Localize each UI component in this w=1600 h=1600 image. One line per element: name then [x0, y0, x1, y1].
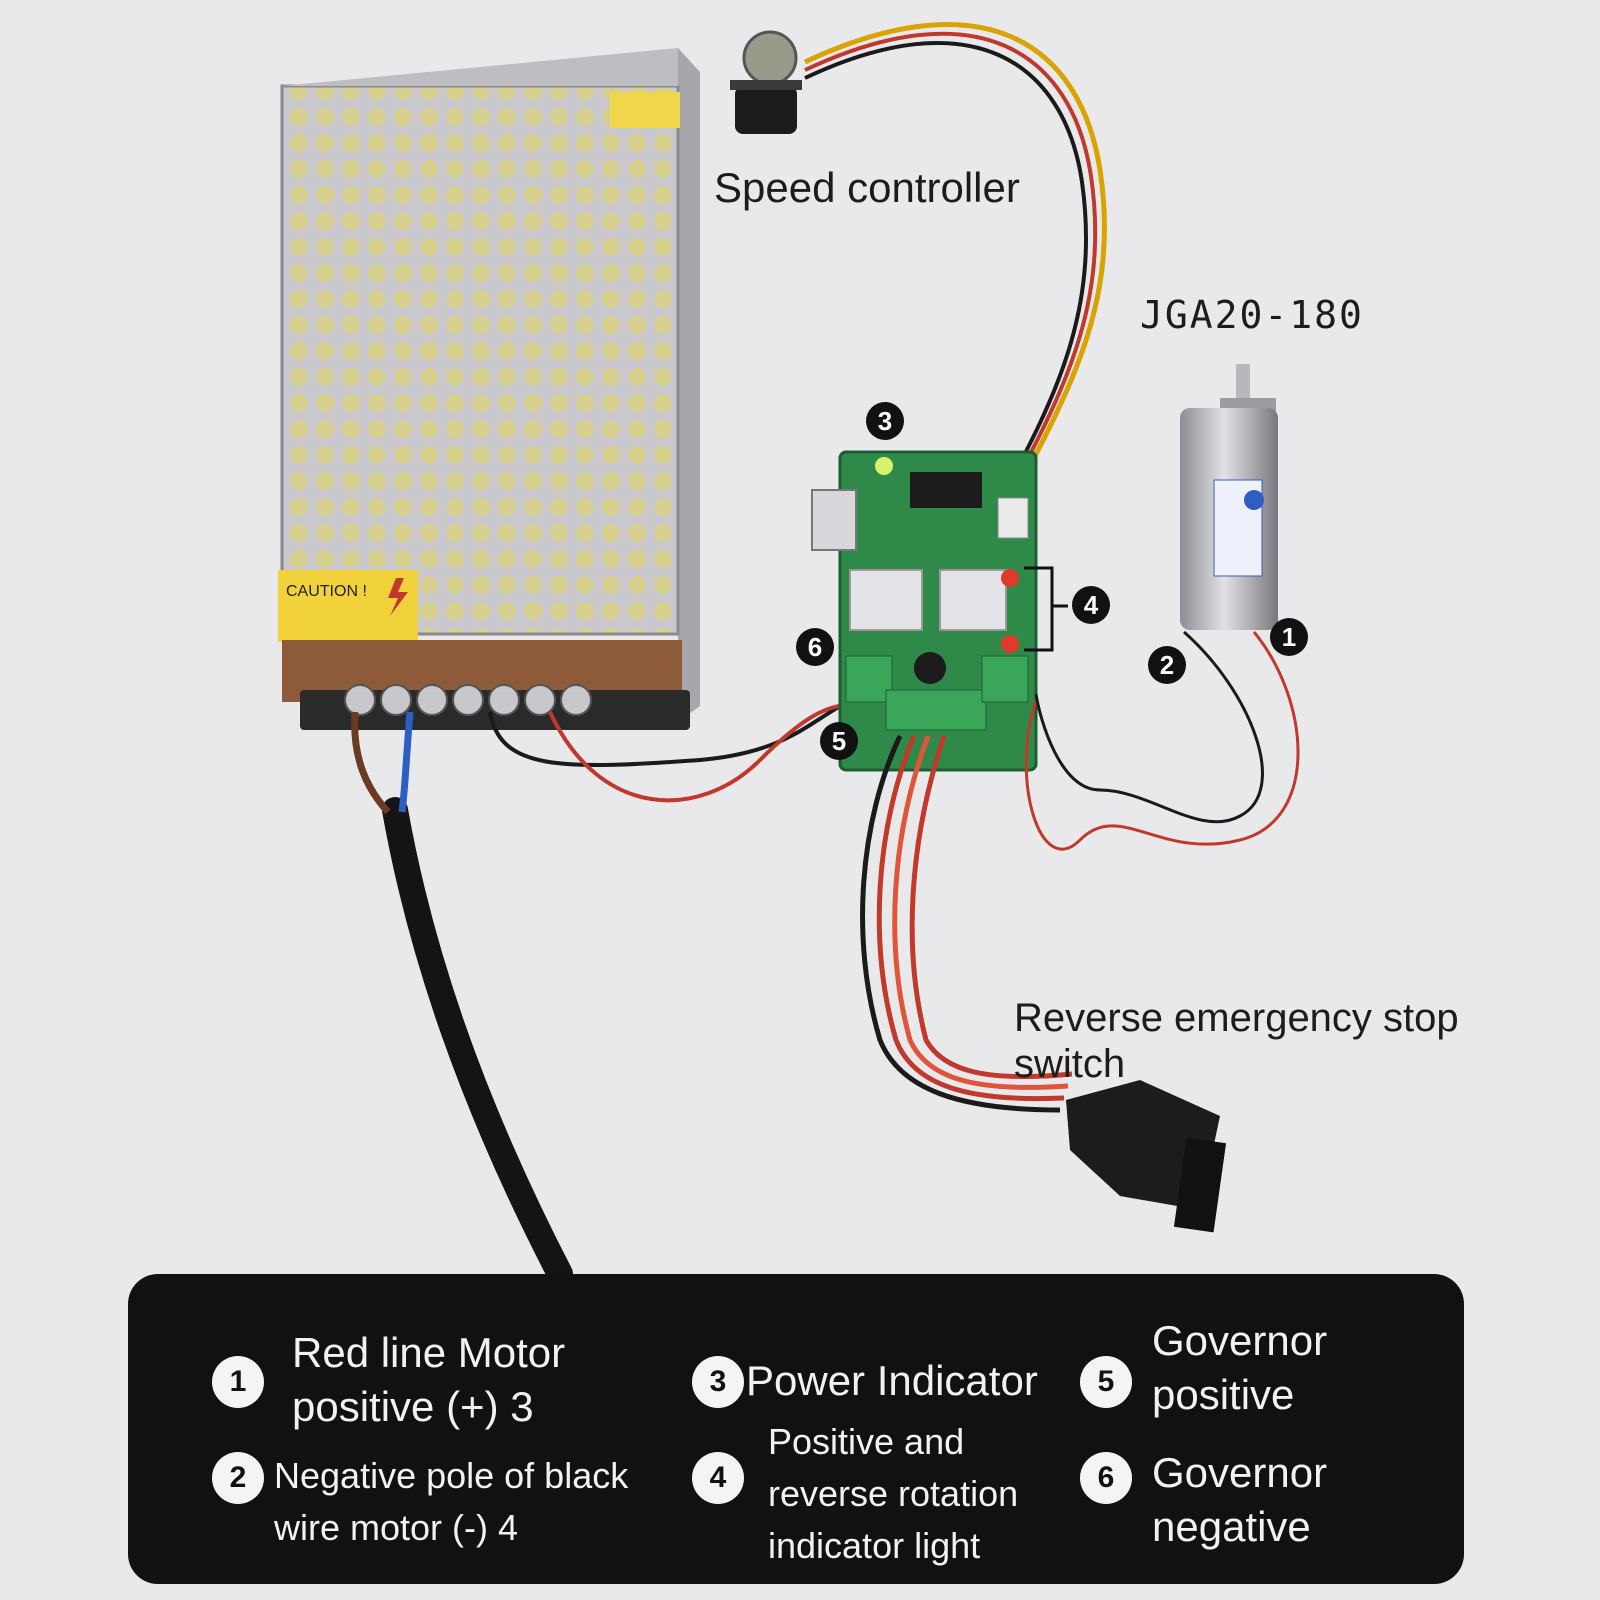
legend-number: 1 [212, 1356, 264, 1408]
heatsink-left [849, 569, 923, 631]
psu-red-wire [548, 703, 861, 803]
power-indicator-led [875, 457, 893, 475]
power-supply: CAUTION ! [278, 48, 700, 730]
marker-2: 2 [1148, 646, 1186, 684]
heatsink-right [939, 569, 1007, 631]
switch-label: Reverse emergency stop switch [1014, 996, 1459, 1086]
pot-black-wire [804, 41, 1089, 505]
rocker-switch [1066, 1080, 1227, 1233]
blue-wire [398, 711, 414, 813]
caution-sticker: CAUTION ! [278, 570, 418, 642]
marker-5: 5 [820, 722, 858, 760]
pot-red-wire [804, 31, 1098, 503]
legend-panel: 1 Red line Motor positive (+) 3 2 Negati… [128, 1274, 1464, 1584]
motor-label-sticker [1213, 479, 1263, 577]
geared-motor [1180, 364, 1278, 630]
speed-controller-label: Speed controller [714, 164, 1020, 211]
driver-board [811, 450, 1038, 772]
speed-potentiometer [730, 30, 802, 134]
legend-text: Positive and reverse rotation indicator … [768, 1421, 1019, 1566]
legend-text: Red line Motor positive (+) 3 [292, 1329, 566, 1430]
legend-number: 5 [1080, 1356, 1132, 1408]
legend-number: 3 [692, 1356, 744, 1408]
switch-cable-bundle [860, 734, 1073, 1113]
legend-number: 2 [212, 1452, 264, 1504]
legend-text: Governor positive [1152, 1317, 1328, 1418]
motor-red-wire [1024, 631, 1300, 851]
legend-text: Negative pole of black wire motor (-) 4 [274, 1455, 629, 1548]
marker-6: 6 [796, 628, 834, 666]
direction-led-top [1001, 569, 1019, 587]
caution-text: CAUTION ! [286, 583, 367, 600]
marker-3: 3 [866, 402, 904, 440]
ac-power-cable [382, 797, 573, 1287]
lightning-icon [388, 578, 408, 616]
brown-wire [351, 711, 391, 815]
pot-yellow-wire [803, 22, 1107, 502]
direction-led-bottom [1001, 635, 1019, 653]
legend-number: 6 [1080, 1452, 1132, 1504]
led-bracket [1024, 566, 1054, 652]
motor-model-label: JGA20-180 [1140, 293, 1364, 337]
terminal-screws [344, 684, 592, 716]
legend-text: Governor negative [1152, 1449, 1328, 1550]
motor-black-wire [1034, 630, 1264, 824]
psu-date-sticker [610, 92, 680, 128]
legend-number: 4 [692, 1452, 744, 1504]
driver-ic [910, 472, 982, 508]
marker-4: 4 [1072, 586, 1110, 624]
legend-text: Power Indicator [746, 1357, 1038, 1404]
marker-1: 1 [1270, 618, 1308, 656]
psu-black-wire [488, 694, 859, 768]
